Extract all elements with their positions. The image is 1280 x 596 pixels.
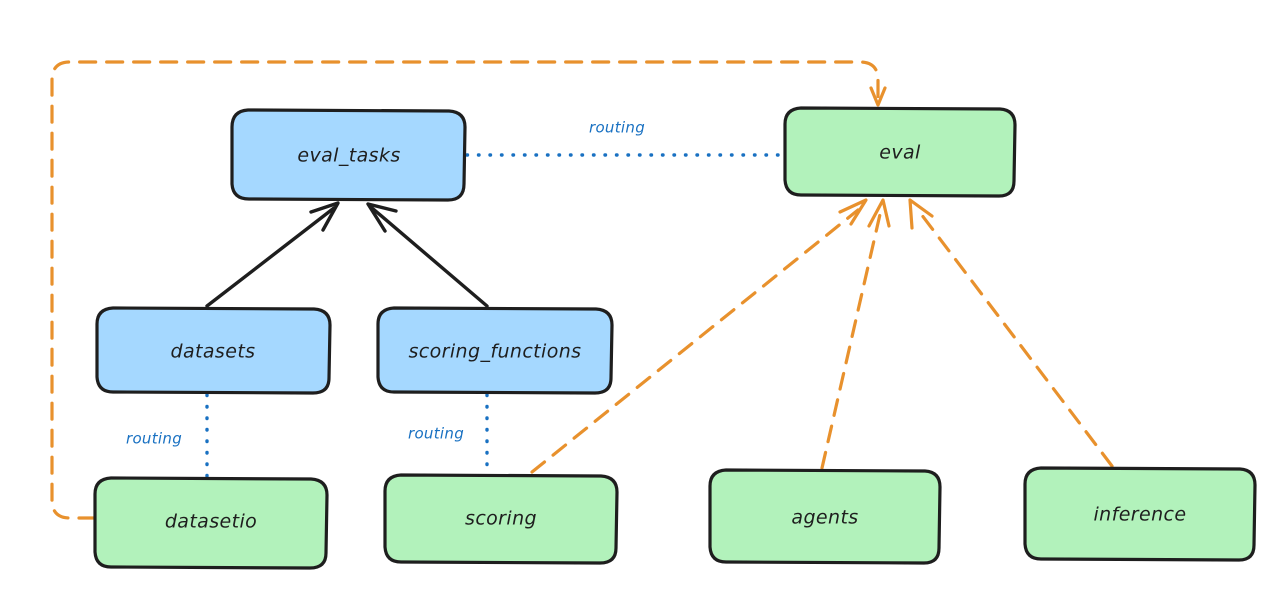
edge-agents-eval[interactable] [820, 198, 891, 470]
edge-path [205, 206, 336, 308]
edge-label-routing-middle: routing [408, 425, 464, 443]
arrowhead [309, 201, 340, 232]
edge-inference-eval[interactable] [908, 198, 1114, 468]
node-label: eval [879, 142, 921, 164]
node-label: scoring_functions [409, 341, 582, 363]
node-scoring_functions[interactable]: scoring_functions [376, 306, 614, 395]
node-label: datasets [171, 341, 256, 363]
node-datasets[interactable]: datasets [95, 306, 332, 395]
edge-path [916, 208, 1114, 468]
node-shape [383, 473, 619, 565]
node-shape [708, 468, 942, 565]
edge-path [530, 208, 860, 474]
node-shape [1023, 466, 1257, 562]
node-label: scoring [465, 508, 537, 530]
node-label: inference [1094, 504, 1187, 526]
node-shape [230, 108, 467, 202]
node-datasetio[interactable]: datasetio [93, 476, 329, 570]
edge-path [50, 60, 880, 520]
edge-datasets-eval_tasks[interactable] [205, 201, 340, 308]
node-eval[interactable]: eval [783, 106, 1017, 198]
node-shape [783, 106, 1017, 198]
arrowhead [908, 198, 934, 230]
edge-scoring_functions-eval_tasks[interactable] [366, 202, 489, 308]
node-scoring[interactable]: scoring [383, 473, 619, 565]
node-shape [376, 306, 614, 395]
node-label: agents [791, 507, 858, 529]
edge-path [820, 208, 883, 470]
arrowhead [867, 198, 891, 228]
edge-datasetio-eval[interactable] [50, 60, 887, 520]
edge-layer [50, 60, 1114, 520]
edge-label-routing-top: routing [589, 119, 645, 137]
edge-label-layer: routing routing routing [126, 119, 645, 448]
node-shape [93, 476, 329, 570]
node-eval_tasks[interactable]: eval_tasks [230, 108, 467, 202]
node-inference[interactable]: inference [1023, 466, 1257, 562]
node-agents[interactable]: agents [708, 468, 942, 565]
arrowhead [366, 202, 398, 233]
edge-scoring-eval[interactable] [530, 198, 868, 474]
node-label: datasetio [165, 511, 257, 533]
node-label: eval_tasks [297, 145, 400, 167]
node-layer: eval_tasks eval datasets scoring_functio… [93, 106, 1257, 570]
arrowhead [838, 198, 868, 226]
node-shape [95, 306, 332, 395]
edge-label-routing-left: routing [126, 430, 182, 448]
edge-path [370, 206, 489, 308]
arrowhead [869, 86, 887, 107]
